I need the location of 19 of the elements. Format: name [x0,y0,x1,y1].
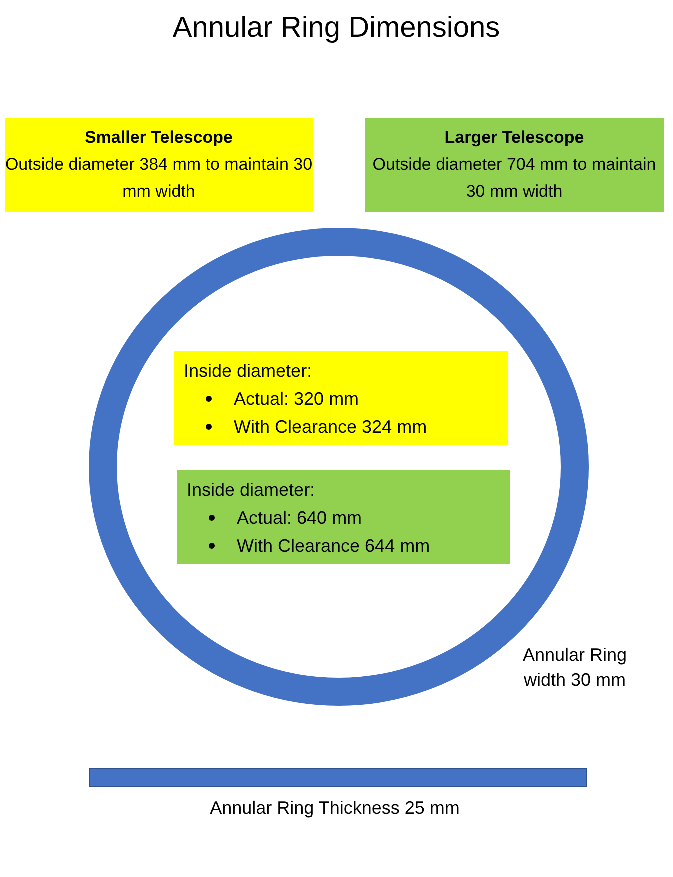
box-heading: Smaller Telescope [84,127,234,149]
diagram-title: Annular Ring Dimensions [172,12,502,45]
telescope-box [5,118,313,212]
box-text: Outside diameter 704 mm to maintain 30 mm width [372,154,658,203]
box-heading: Inside diameter: [184,360,314,383]
bullet-item: With Clearance 644 mm [237,536,430,556]
box-heading: Inside diameter: [187,479,316,502]
info-box [177,470,510,564]
info-box [174,351,508,445]
annular-ring [89,228,589,706]
box-heading: Larger Telescope [444,127,586,149]
dimension-note: Annular Ring Thickness 25 mm [209,797,461,820]
bullet-item: Actual: 320 mm [234,389,360,409]
dimension-note: Annular Ring width 30 mm [522,644,628,692]
bullet-item: Actual: 640 mm [237,508,362,528]
bullet-item: With Clearance 324 mm [234,417,428,437]
telescope-box [365,118,664,212]
box-text: Outside diameter 384 mm to maintain 30 mm width [5,154,313,203]
ring-thickness-bar [89,768,587,787]
